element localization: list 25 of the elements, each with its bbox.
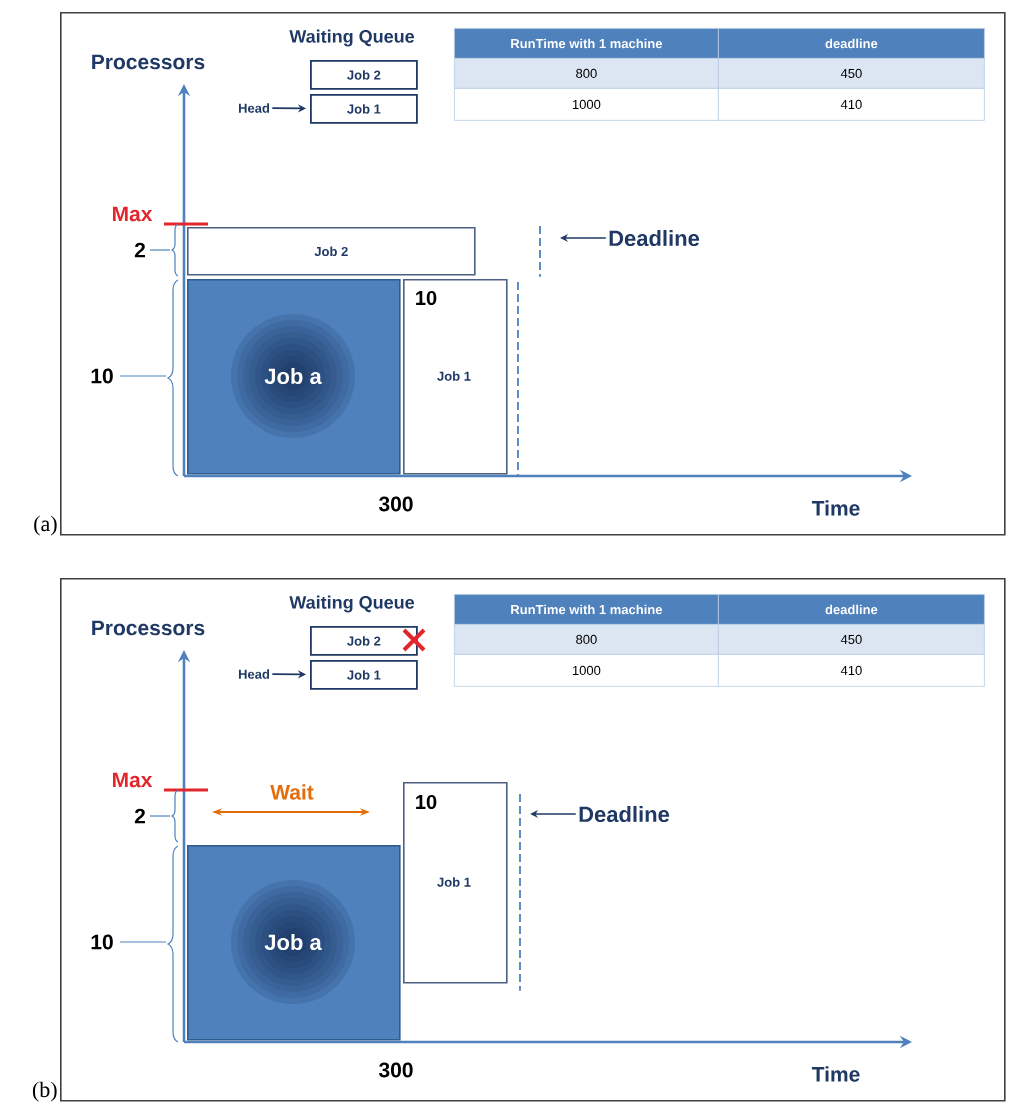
axis-title: Processors (92, 54, 205, 70)
job-box: Job a (187, 845, 401, 1041)
axis-value: 300 (378, 1062, 413, 1078)
deadline-line (539, 225, 541, 278)
max-label: Max (113, 772, 153, 788)
waiting-queue-label: Waiting Queue (289, 29, 415, 47)
axis-value: 10 (91, 934, 113, 950)
axis-title: Time (811, 1066, 860, 1082)
axis-title: Time (811, 500, 860, 516)
deadline-label: Deadline (609, 229, 700, 247)
axis-value: 10 (91, 368, 113, 384)
max-label: Max (113, 206, 153, 222)
waiting-queue-label: Waiting Queue (289, 595, 415, 613)
deadline-line (519, 793, 521, 992)
wait-label: Wait (270, 784, 314, 800)
axis-value: 300 (378, 496, 413, 512)
panel-label: (a) (34, 515, 57, 536)
job-box: Job a (187, 279, 401, 475)
panel-label: (b) (32, 1081, 57, 1102)
box-number: 10 (416, 290, 437, 306)
axis-value: 2 (134, 242, 145, 258)
box-number: 10 (416, 794, 437, 810)
axis-value: 2 (134, 808, 145, 824)
axis-title: Processors (92, 620, 205, 636)
deadline-label: Deadline (579, 805, 670, 823)
